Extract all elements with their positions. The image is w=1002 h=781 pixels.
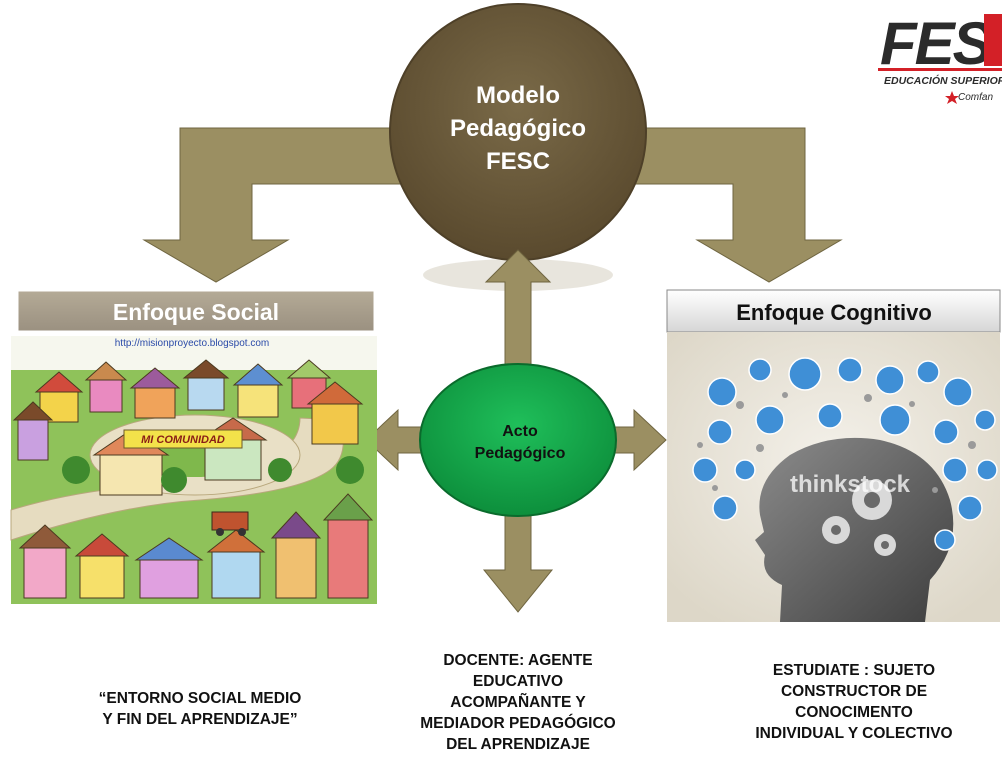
arrow-up-to-modelo <box>484 249 552 373</box>
acto-pedagogico-circle <box>419 363 617 517</box>
mi-comunidad-sign <box>123 429 243 449</box>
inner-circle-line-1: Acto <box>502 423 538 440</box>
enfoque-cognitivo-title: Enfoque Cognitivo <box>736 300 932 325</box>
caption-right-line-3: CONOCIMENTO <box>795 704 913 721</box>
enfoque-cognitivo-card: Enfoque Cognitivo <box>666 289 1001 622</box>
caption-right-line-1: ESTUDIATE : SUJETO <box>772 662 936 679</box>
thinkstock-watermark: thinkstock <box>790 471 911 498</box>
community-illustration: MI COMUNIDAD <box>10 336 377 604</box>
caption-right-line-2: CONSTRUCTOR DE <box>780 683 928 700</box>
caption-right-line-4: INDIVIDUAL Y COLECTIVO <box>755 725 953 742</box>
center-circle-line-3: FESC <box>486 148 550 175</box>
caption-estudiante: ESTUDIATE : SUJETO CONSTRUCTOR DE CONOCI… <box>714 660 994 744</box>
fesc-logo-brand: Comfan <box>958 92 993 103</box>
caption-docente: DOCENTE: AGENTE EDUCATIVO ACOMPAÑANTE Y … <box>382 650 654 755</box>
caption-center-line-4: MEDIADOR PEDAGÓGICO <box>420 715 616 732</box>
caption-center-line-2: EDUCATIVO <box>472 673 564 690</box>
inner-circle-line-2: Pedagógico <box>475 445 566 462</box>
enfoque-social-title: Enfoque Social <box>113 299 279 325</box>
arrow-right-to-cognitivo <box>609 408 667 472</box>
blog-url: http://misionproyecto.blogspot.com <box>115 338 270 349</box>
fesc-logo-letters: FESC <box>880 10 1002 77</box>
fesc-logo-subtitle: EDUCACIÓN SUPERIOR <box>884 74 1002 87</box>
center-circle-line-1: Modelo <box>476 82 560 109</box>
comfanorte-star-icon <box>945 91 959 104</box>
caption-center-line-3: ACOMPAÑANTE Y <box>450 694 586 711</box>
brain-head-illustration: thinkstock <box>667 332 1000 622</box>
mi-comunidad-sign-text: MI COMUNIDAD <box>141 434 225 446</box>
caption-center-line-5: DEL APRENDIZAJE <box>446 736 590 753</box>
arrow-down-to-docente <box>482 504 554 613</box>
caption-entorno-social: “ENTORNO SOCIAL MEDIO Y FIN DEL APRENDIZ… <box>50 688 350 730</box>
caption-center-line-1: DOCENTE: AGENTE <box>443 652 593 669</box>
enfoque-social-card: Enfoque Social <box>10 288 377 604</box>
caption-left-line-1: “ENTORNO SOCIAL MEDIO <box>98 690 302 707</box>
fesc-logo: FESC EDUCACIÓN SUPERIOR Comfan <box>878 10 1002 104</box>
caption-left-line-2: Y FIN DEL APRENDIZAJE” <box>102 711 298 728</box>
arrow-to-enfoque-cognitivo <box>629 127 843 283</box>
arrow-to-enfoque-social <box>142 127 411 283</box>
enfoque-social-title-bar <box>15 288 377 334</box>
center-circle-line-2: Pedagógico <box>450 115 586 142</box>
